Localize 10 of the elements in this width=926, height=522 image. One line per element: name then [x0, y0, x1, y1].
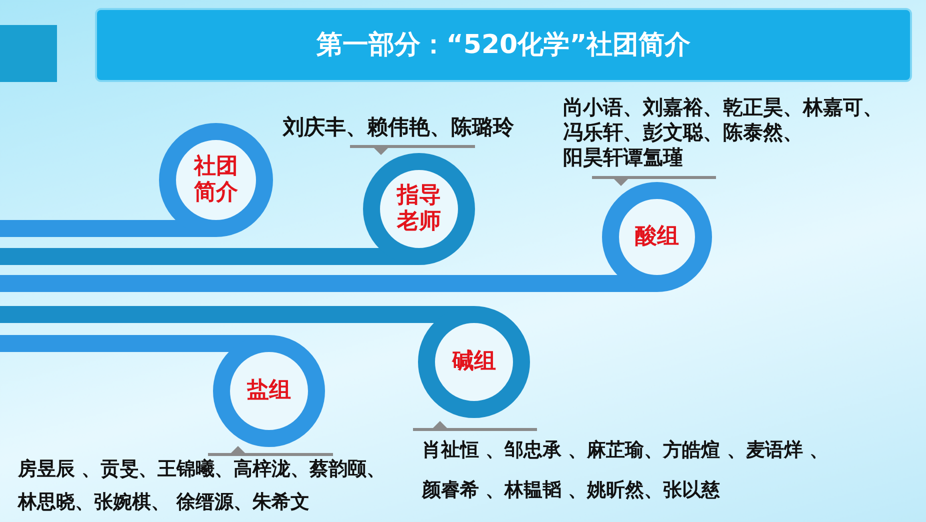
node-label: 碱组	[451, 348, 497, 376]
member-names: 房昱辰 、贡旻、王锦曦、高梓泷、蔡韵颐、林思晓、张婉棋、 徐缙源、朱希文	[18, 457, 387, 515]
node-label: 酸组	[634, 224, 680, 250]
title-banner: 第一部分：“520化学”社团简介	[95, 8, 912, 82]
node-label: 盐组	[246, 378, 292, 404]
node-label: 指导老师	[396, 182, 442, 236]
teacher-names: 刘庆丰、赖伟艳、陈璐玲	[283, 114, 514, 140]
member-names: 肖祉恒 、邹忠承 、麻芷瑜、方皓煊 、麦语烊 、颜睿希 、林韫韬 、姚昕然、张以慈	[422, 438, 830, 503]
node-label: 社团简介	[193, 154, 239, 206]
member-names: 尚小语、刘嘉裕、乾正昊、林嘉可、冯乐轩、彭文聪、陈泰然、阳昊轩谭氲瑾	[563, 95, 884, 170]
